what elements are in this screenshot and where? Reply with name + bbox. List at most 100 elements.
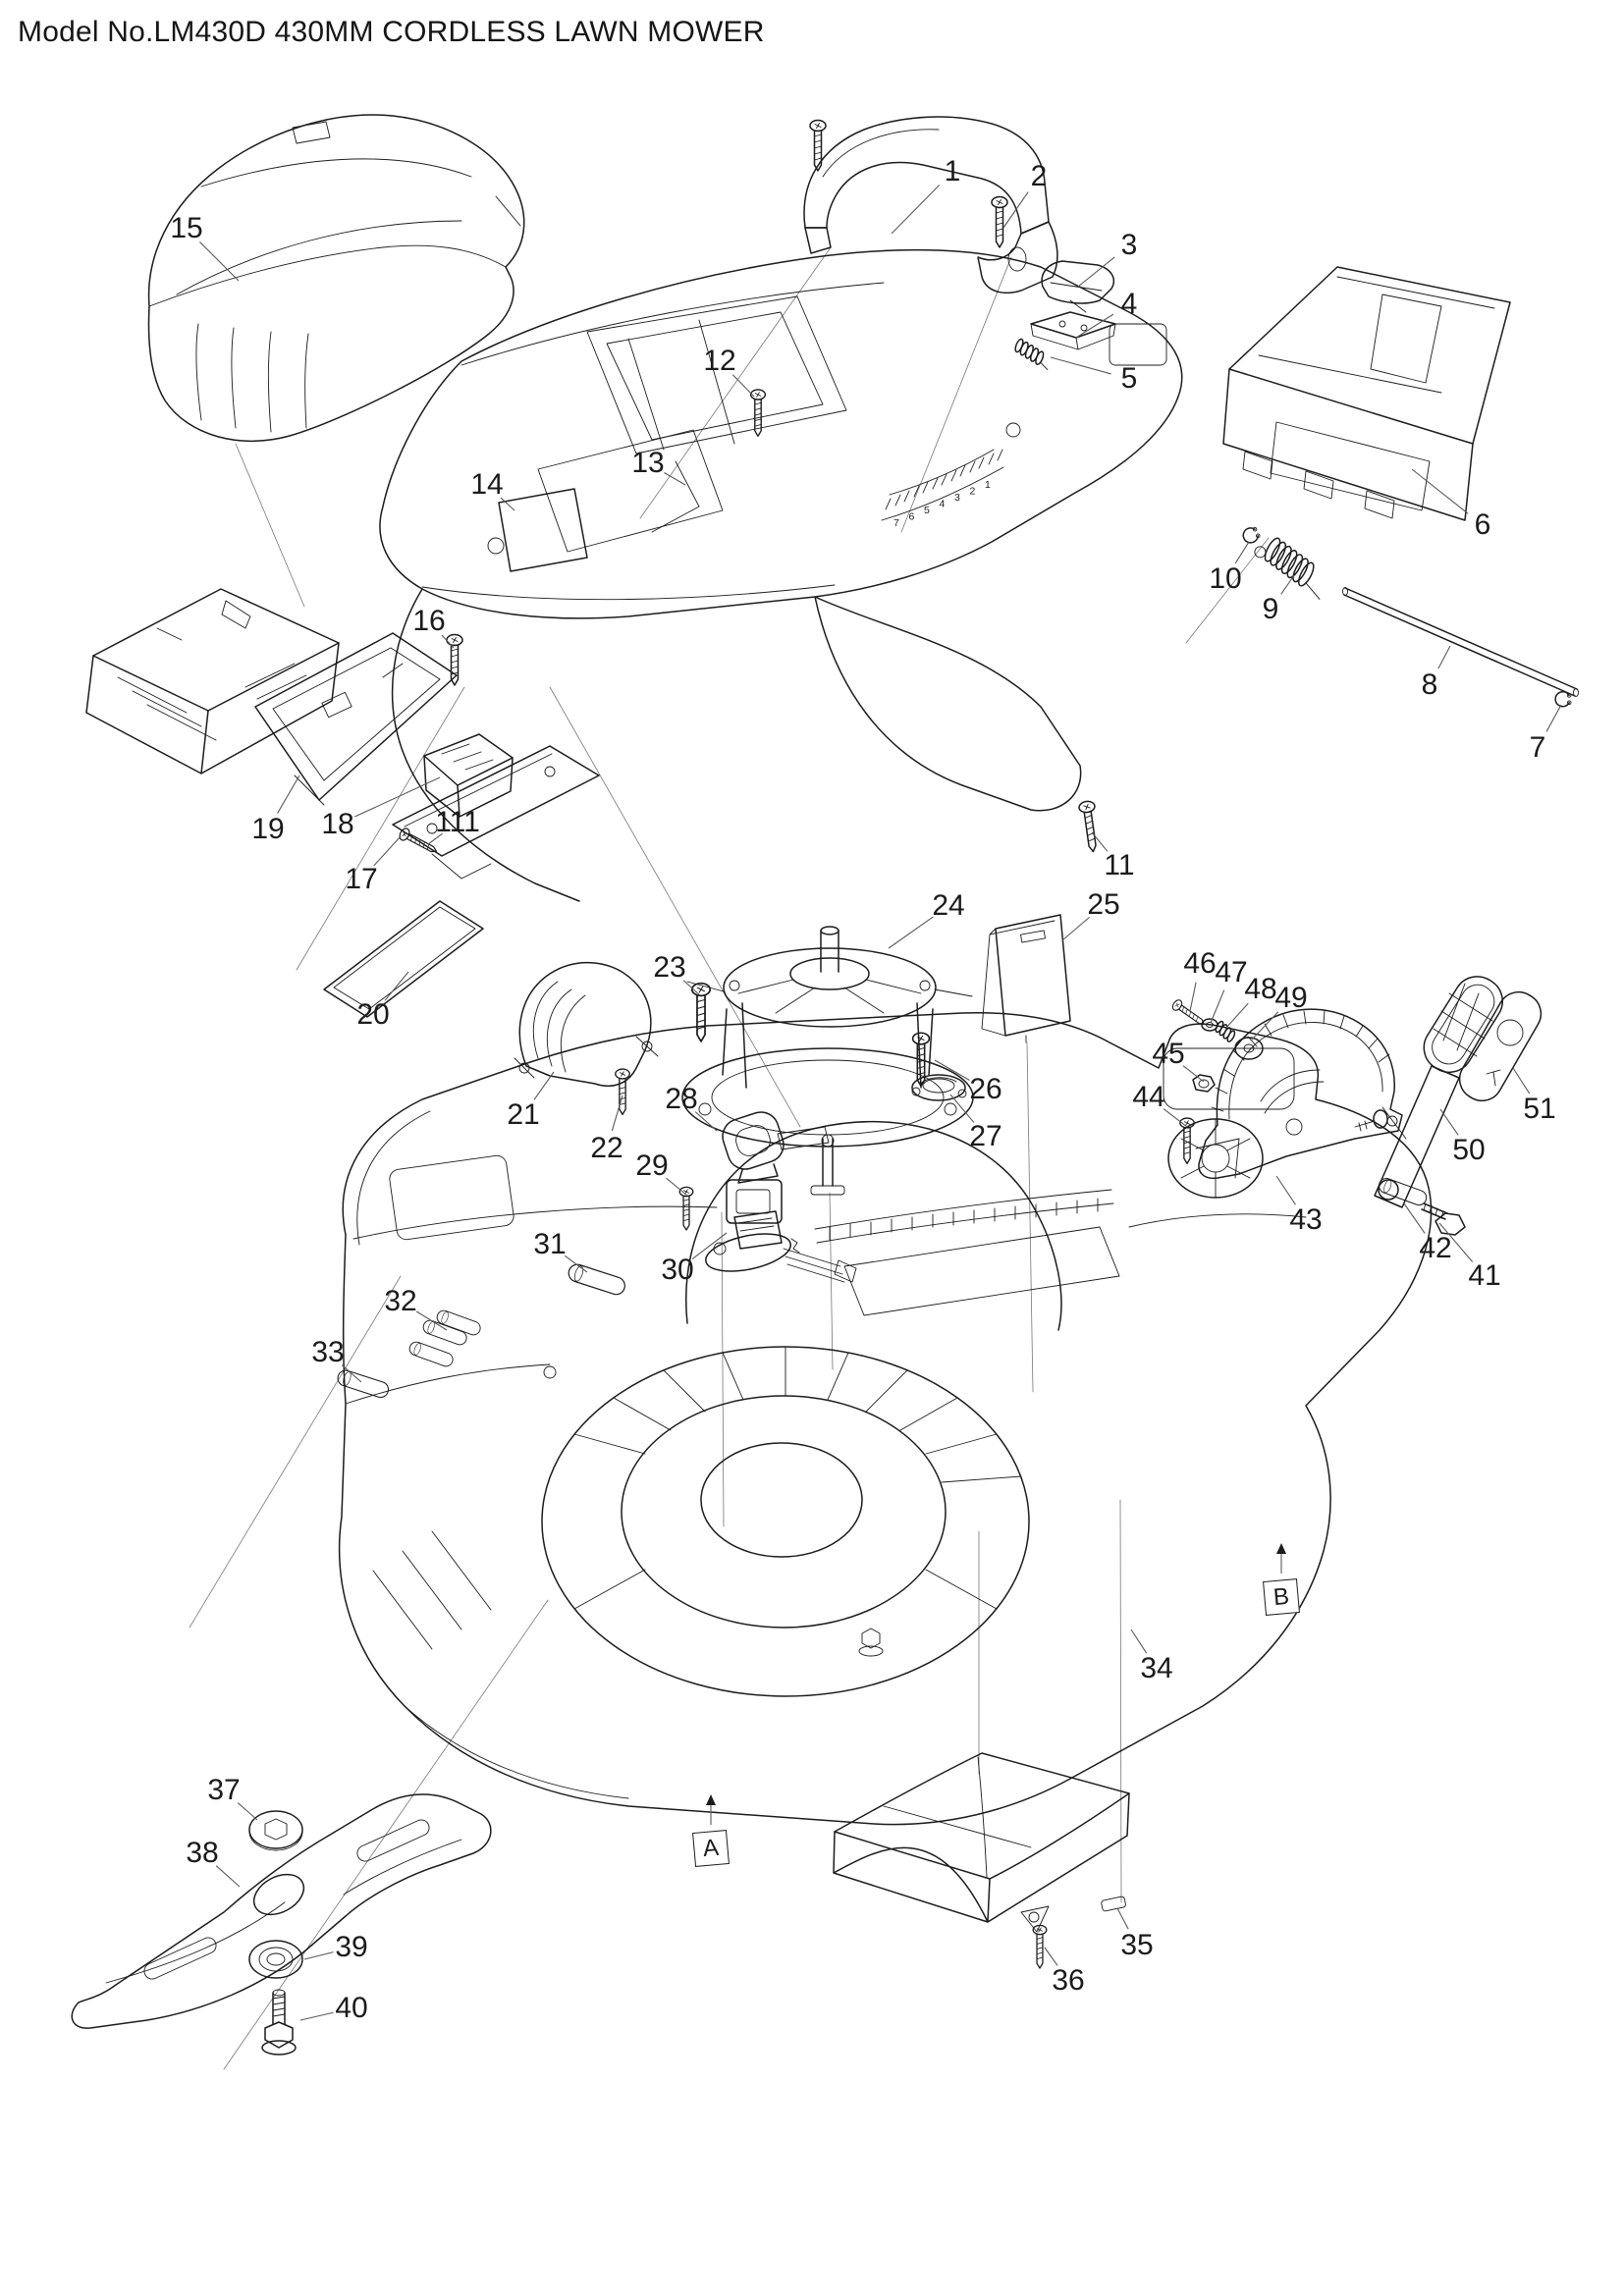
part-50-lever: [1354, 976, 1503, 1208]
dial-digit-6: 6: [909, 511, 915, 523]
leader-9: [1280, 574, 1295, 595]
arrow-A: [706, 1794, 716, 1805]
leader-20: [384, 971, 409, 1001]
battery-pack: [85, 588, 340, 774]
leader-18: [354, 776, 441, 818]
callout-29: 29: [635, 1149, 669, 1182]
leader-10: [1234, 541, 1250, 564]
dial-digit-7: 7: [893, 517, 899, 529]
part-24-motor: [681, 926, 974, 1196]
dial-digit-1: 1: [985, 479, 991, 491]
part-30-sensor: [705, 1210, 857, 1283]
leader-11: [1091, 831, 1109, 852]
leader-33: [341, 1364, 362, 1383]
part-34-lower-deck: [338, 1012, 1433, 1826]
leader-41: [1438, 1222, 1474, 1262]
part-19-terminal-plate: [254, 632, 458, 806]
callout-43: 43: [1289, 1203, 1323, 1236]
callout-51: 51: [1523, 1093, 1556, 1125]
part-4-latch-plate: [1030, 311, 1116, 350]
leader-8: [1437, 645, 1451, 669]
callout-48: 48: [1244, 973, 1277, 1005]
leader-111: [427, 832, 444, 845]
callout-27: 27: [969, 1120, 1002, 1152]
leader-34: [1130, 1629, 1148, 1654]
part-13-upper-housing: 76 5 4 321: [379, 248, 1183, 902]
leader-51: [1512, 1067, 1531, 1095]
leader-48: [1224, 1002, 1249, 1030]
leader-26: [934, 1059, 970, 1081]
leader-25: [1061, 916, 1090, 941]
callout-25: 25: [1087, 888, 1120, 921]
callout-42: 42: [1419, 1232, 1452, 1264]
part-9-spring: [1254, 537, 1321, 600]
callout-24: 24: [932, 889, 965, 922]
part-3-latch-button: [1041, 260, 1115, 313]
leader-16: [441, 634, 455, 649]
callout-19: 19: [251, 813, 285, 845]
leader-42: [1403, 1202, 1426, 1234]
callout-45: 45: [1152, 1038, 1185, 1070]
part-15-battery-hood: [147, 114, 525, 443]
leader-24: [888, 916, 934, 949]
part-25-controller: [981, 914, 1071, 1043]
leader-23: [682, 980, 701, 996]
part-5-spring: [1014, 338, 1049, 371]
callout-49: 49: [1274, 982, 1308, 1014]
part-38-blade: [71, 1793, 492, 2029]
callout-A: A: [692, 1830, 730, 1867]
leader-30: [691, 1232, 728, 1259]
callout-32: 32: [384, 1285, 417, 1317]
part-40-bolt: [261, 1989, 297, 2056]
part-27-clamp: [911, 1074, 967, 1101]
leader-49: [1250, 1011, 1279, 1041]
part-48-spring: [1215, 1020, 1236, 1042]
dial-digit-3: 3: [954, 492, 960, 504]
callout-40: 40: [335, 1992, 368, 2024]
leader-6: [1411, 468, 1469, 514]
callout-15: 15: [170, 212, 203, 244]
leader-35: [1116, 1907, 1129, 1930]
part-39-washer: [248, 1940, 303, 1979]
leader-45: [1182, 1065, 1205, 1083]
leader-29: [666, 1177, 688, 1197]
leader-40: [299, 2011, 334, 2021]
callout-10: 10: [1209, 562, 1242, 595]
leader-4: [1075, 313, 1114, 339]
callout-6: 6: [1474, 508, 1491, 541]
callout-39: 39: [335, 1931, 368, 1963]
part-6-battery-cover: [1222, 266, 1511, 521]
leader-27: [949, 1094, 975, 1123]
leader-47: [1210, 989, 1225, 1024]
part-8-rod: [1342, 587, 1579, 697]
part-37-washer: [248, 1810, 303, 1851]
callout-111: 111: [435, 806, 480, 838]
leader-32: [415, 1310, 448, 1331]
alignment-lines: [189, 246, 1270, 2070]
leader-28: [694, 1111, 718, 1132]
callout-47: 47: [1215, 956, 1248, 988]
callout-4: 4: [1120, 288, 1138, 320]
callout-44: 44: [1132, 1081, 1165, 1113]
dial-digit-2: 2: [970, 486, 976, 498]
callout-11: 11: [1104, 849, 1135, 881]
callout-1: 1: [944, 155, 961, 187]
leader-14: [500, 497, 515, 511]
part-49-washer: [1234, 1037, 1264, 1060]
callout-9: 9: [1262, 593, 1279, 625]
leader-38: [215, 1865, 241, 1888]
callout-5: 5: [1120, 362, 1138, 395]
part-28-switch: [722, 1111, 785, 1224]
part-14-label: [498, 488, 588, 572]
callout-12: 12: [703, 345, 736, 377]
part-18-connector-block: [423, 733, 514, 818]
callout-30: 30: [661, 1254, 694, 1286]
callout-13: 13: [631, 447, 665, 479]
leader-37: [237, 1802, 258, 1821]
leader-13: [664, 472, 686, 486]
leader-19: [277, 774, 300, 814]
